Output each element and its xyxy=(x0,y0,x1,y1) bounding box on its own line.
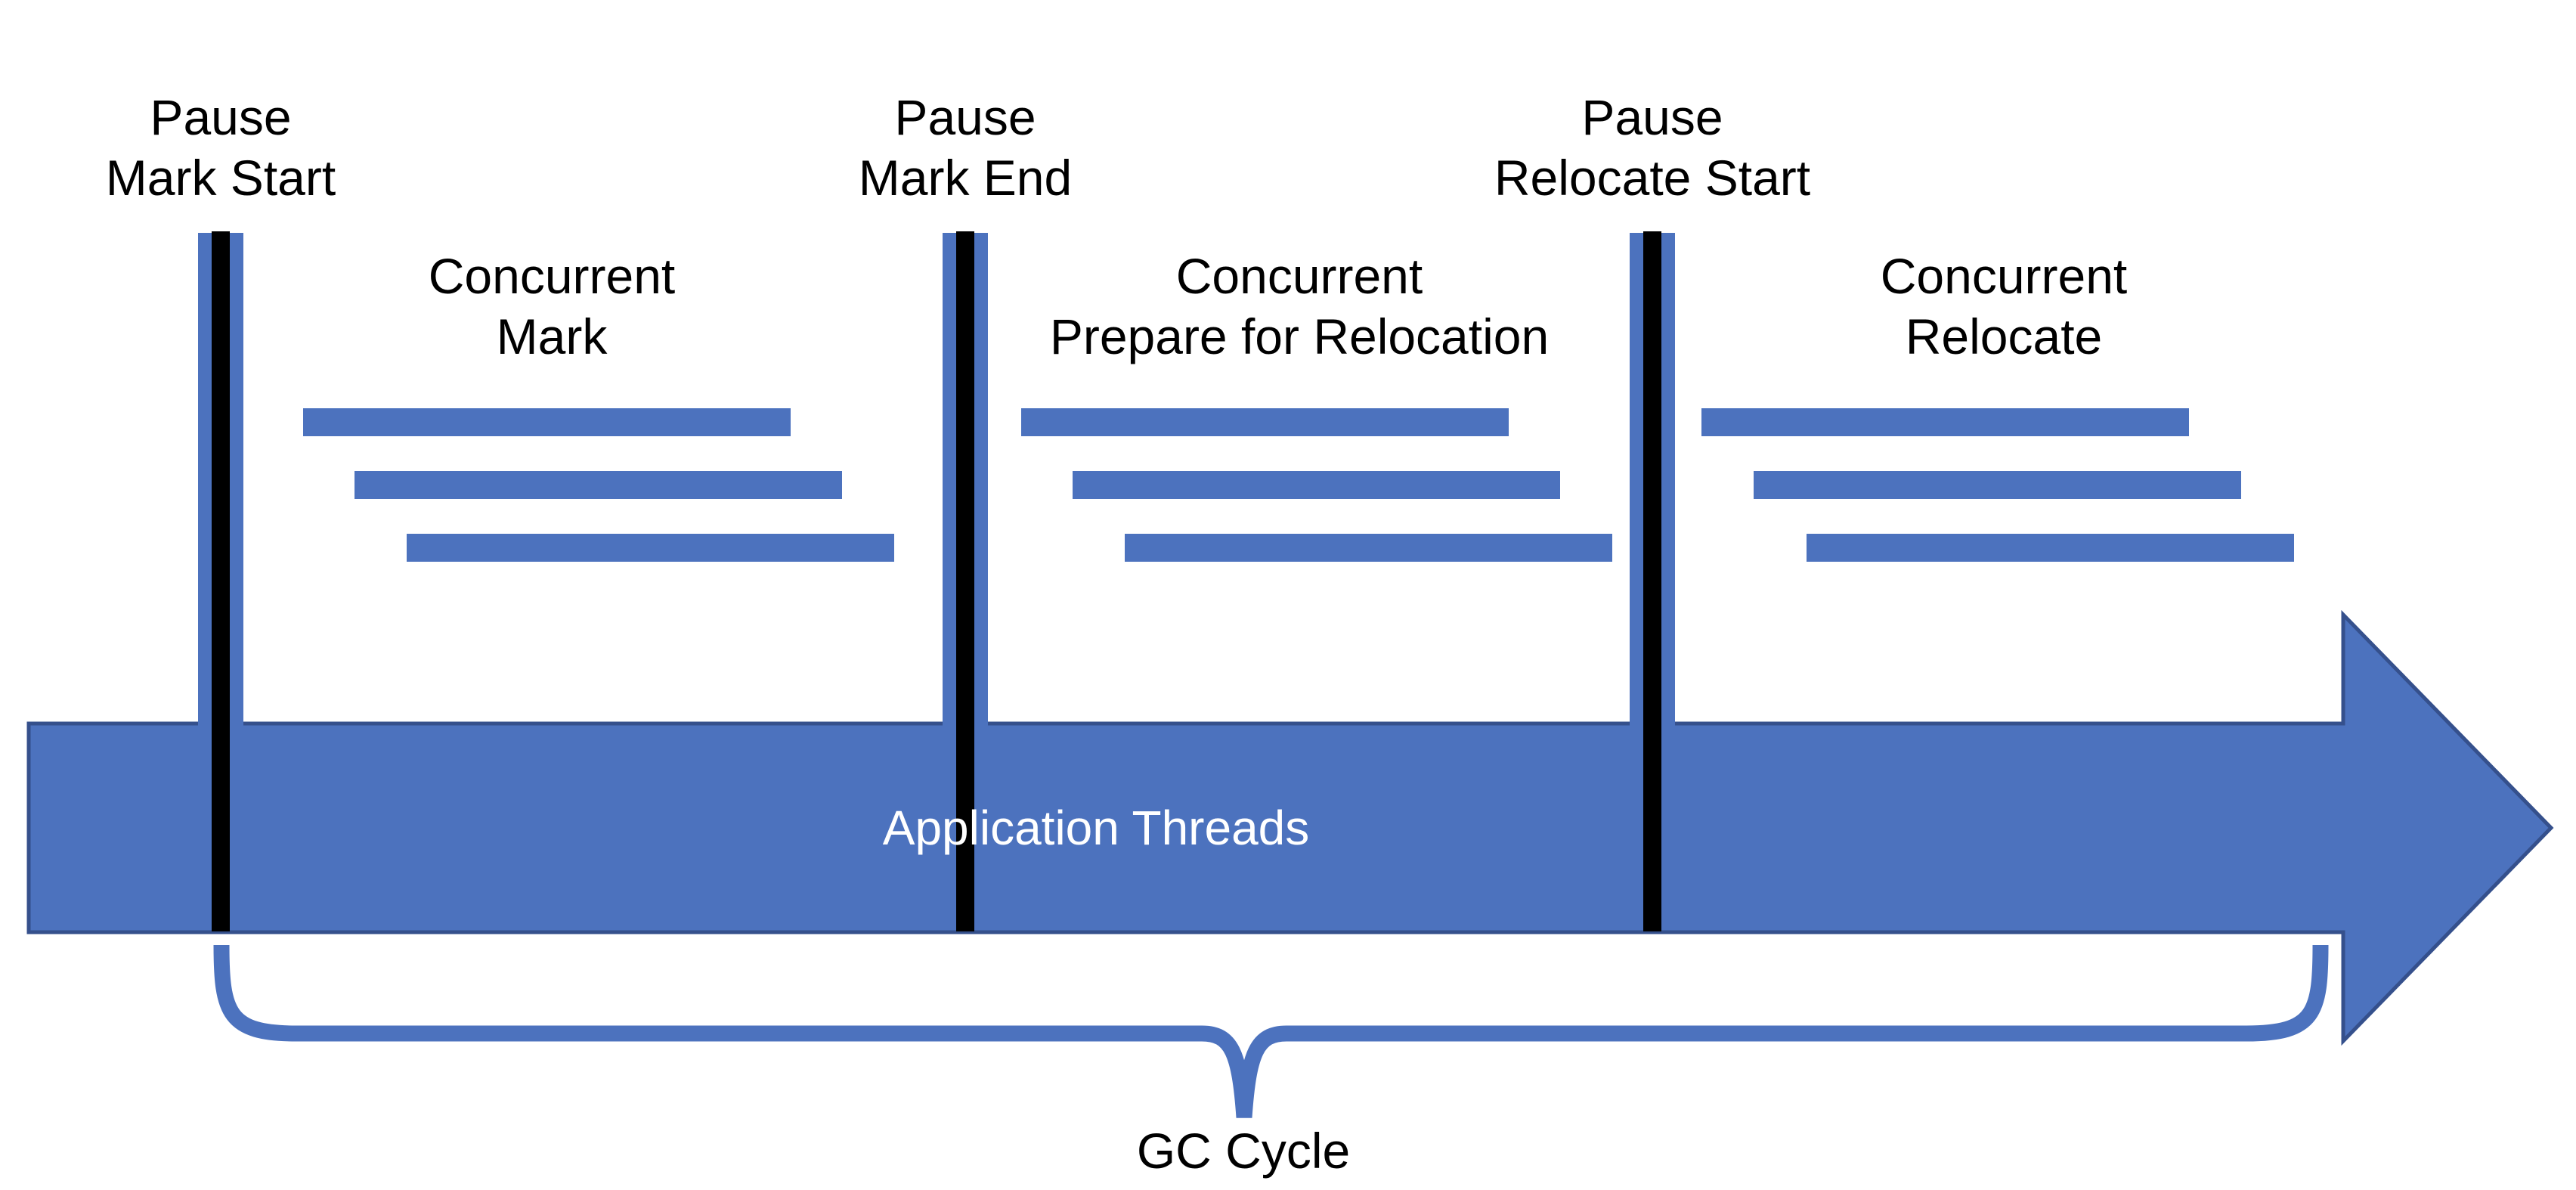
gc-thread-activity-bar xyxy=(1125,534,1612,562)
gc-thread-activity-bar xyxy=(407,534,894,562)
pause-marker-black-bar xyxy=(212,231,230,931)
pause-marker-black-bar xyxy=(956,231,974,931)
brace-path xyxy=(213,944,2329,1118)
concurrent-phase-label-line2: Prepare for Relocation xyxy=(1049,308,1550,364)
gc-cycle-label: GC Cycle xyxy=(1136,1123,1351,1179)
arrow-shape xyxy=(26,609,2554,1046)
concurrent-phase-label-line2: Mark xyxy=(496,308,608,364)
application-threads-label: Application Threads xyxy=(882,801,1310,855)
pause-label-line2: Mark Start xyxy=(105,150,336,206)
gc-thread-activity-bar xyxy=(1754,471,2241,499)
pause-label-line2: Relocate Start xyxy=(1494,150,1811,206)
gc-thread-activity-bar xyxy=(303,408,791,436)
pause-marker-black-bar xyxy=(1643,231,1661,931)
concurrent-phase-label-line2: Relocate xyxy=(1905,308,2103,364)
gc-thread-activity-bar xyxy=(1807,534,2294,562)
gc-thread-activity-bar xyxy=(1021,408,1509,436)
gc-thread-activity-bar xyxy=(1701,408,2189,436)
gc-thread-activity-bar xyxy=(355,471,842,499)
gc-thread-activity-bar xyxy=(1073,471,1560,499)
pause-label-line2: Mark End xyxy=(858,150,1073,206)
